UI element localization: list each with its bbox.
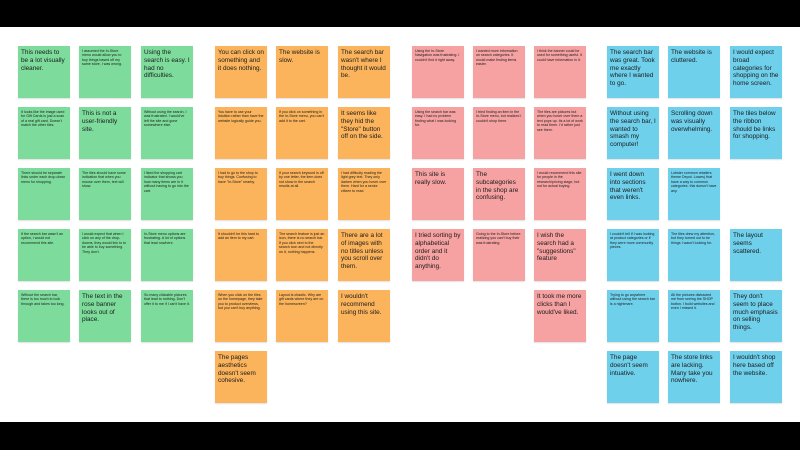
sticky-note[interactable]: I had difficulty reading the light grey … (338, 168, 390, 220)
sticky-note[interactable]: I wouldn't shop here based off the websi… (730, 351, 782, 403)
sticky-note[interactable]: I couldn't tell if I was looking at prod… (607, 229, 659, 281)
sticky-note[interactable]: It took me more clicks than I would've l… (534, 290, 586, 342)
sticky-note[interactable]: I assumed the In-Store menu would allow … (79, 46, 131, 98)
sticky-note[interactable]: I wouldn't recommend using this site. (338, 290, 390, 342)
sticky-note[interactable]: The website is cluttered. (668, 46, 720, 98)
sticky-note[interactable]: If the search bar wasn't an option, I wo… (18, 229, 70, 281)
sticky-note[interactable]: Lobster common retailers theme Depot. Lo… (668, 168, 720, 220)
sticky-note[interactable]: It seems like they hid the "Store" butto… (338, 107, 390, 159)
sticky-note[interactable]: The tiles are pictures but when you hove… (534, 107, 586, 159)
sticky-note[interactable]: I tried sorting by alphabetical order an… (412, 229, 464, 281)
sticky-note[interactable]: The pages aesthetics doesn't seem cohesi… (215, 351, 267, 403)
sticky-note[interactable]: Layout is chaotic. Why are gift cards wh… (276, 290, 328, 342)
sticky-note[interactable]: It looks like the image used for Gift Ca… (18, 107, 70, 159)
sticky-note[interactable]: The tiles drew my attention, but they tu… (668, 229, 720, 281)
sticky-note[interactable]: The layout seems scattered. (730, 229, 782, 281)
sticky-note[interactable]: Using the In-Store Navigation was frustr… (412, 46, 464, 98)
sticky-note[interactable]: The page doesn't seem intuative. (607, 351, 659, 403)
sticky-note[interactable]: The text in the rose banner looks out of… (79, 290, 131, 342)
sticky-note[interactable]: I would expect that when I click on any … (79, 229, 131, 281)
sticky-note[interactable]: So many clickable pictures that lead to … (141, 290, 193, 342)
sticky-note[interactable]: The search feature is just an icon, ther… (276, 229, 328, 281)
sticky-note[interactable]: I would expect broad categories for shop… (730, 46, 782, 98)
sticky-note[interactable]: The tiles below the ribbon should be lin… (730, 107, 782, 159)
sticky-note[interactable]: The tiles should have some indication th… (79, 168, 131, 220)
sticky-note[interactable]: This is not a user-friendly site. (79, 107, 131, 159)
sticky-note[interactable]: I wanted more information on search cate… (473, 46, 525, 98)
sticky-note[interactable]: Without using the search bar, I wanted t… (607, 107, 659, 159)
sticky-note[interactable]: The search bar was great. Took me exactl… (607, 46, 659, 98)
sticky-note[interactable]: The search bar wasn't where I thought it… (338, 46, 390, 98)
sticky-note[interactable]: The store links are lacking. Many take y… (668, 351, 720, 403)
whiteboard-canvas: This needs to be a lot visually cleaner.… (0, 27, 800, 422)
sticky-note[interactable]: I liked the shopping cart indicator that… (141, 168, 193, 220)
sticky-note[interactable]: Going to the In-Store before realizing y… (473, 229, 525, 281)
sticky-note[interactable]: The subcategories in the shop are confus… (473, 168, 525, 220)
sticky-note[interactable]: This site is really slow. (412, 168, 464, 220)
sticky-note[interactable]: The website is slow. (276, 46, 328, 98)
sticky-note[interactable]: I tried finding an item in the In-Store … (473, 107, 525, 159)
sticky-note[interactable]: Using the search bar was easy. I had no … (412, 107, 464, 159)
sticky-note[interactable]: If your search keyword is off by one let… (276, 168, 328, 220)
sticky-note[interactable]: They don't seem to place much emphasis o… (730, 290, 782, 342)
sticky-note[interactable]: Without the search bar, there is too muc… (18, 290, 70, 342)
sticky-note[interactable]: It shouldn't be this hard to add an item… (215, 229, 267, 281)
sticky-note[interactable]: Scrolling down was visually overwhelming… (668, 107, 720, 159)
sticky-note[interactable]: I had to go to the shop to buy things. C… (215, 168, 267, 220)
sticky-note[interactable]: All the pictures distracted me from seei… (668, 290, 720, 342)
sticky-note[interactable]: This needs to be a lot visually cleaner. (18, 46, 70, 98)
sticky-note[interactable]: There should be separate links under eac… (18, 168, 70, 220)
sticky-note[interactable]: I think the banner could be used for som… (534, 46, 586, 98)
sticky-note[interactable]: I went down into sections that weren't e… (607, 168, 659, 220)
sticky-note[interactable]: In-Store menu options are frustrating. A… (141, 229, 193, 281)
sticky-note[interactable]: There are a lot of images with no titles… (338, 229, 390, 281)
sticky-note[interactable]: I would recommend this site for people i… (534, 168, 586, 220)
sticky-note[interactable]: You can click on something and it does n… (215, 46, 267, 98)
sticky-note[interactable]: When you click on the tiles on the homep… (215, 290, 267, 342)
sticky-note[interactable]: Using the search is easy. I had no diffi… (141, 46, 193, 98)
sticky-note[interactable]: Trying to go anywhere without using the … (607, 290, 659, 342)
sticky-note[interactable]: Without using the search, I was frustrat… (141, 107, 193, 159)
sticky-note[interactable]: I wish the search had a "suggestions" fe… (534, 229, 586, 281)
sticky-note[interactable]: If you click on something in the In-Stor… (276, 107, 328, 159)
sticky-note[interactable]: You have to use your intuition rather th… (215, 107, 267, 159)
